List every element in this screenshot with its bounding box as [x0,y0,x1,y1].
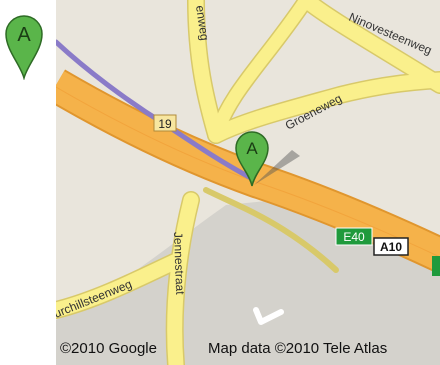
marker-pin-icon [235,131,269,187]
map-canvas[interactable]: 19 E40 A10 Ninovesteenweg Groeneweg enwe… [56,0,440,365]
exit-number-label: 19 [158,117,172,131]
map-attribution: ©2010 Google Map data ©2010 Tele Atlas [56,340,440,360]
marker-shadow [254,150,300,185]
a10-label: A10 [380,240,402,254]
local-roads [56,0,440,365]
e40-shield-edge [432,256,440,276]
marker-a-icon: A [5,15,43,80]
street-label-jennestraat: Jennestraat [171,232,187,296]
street-label-enweg: enweg [193,4,212,41]
route-marker-letter: A [246,139,258,158]
e40-shield: E40 [335,227,373,246]
exit-shield: 19 [153,114,177,132]
map-data-text: Map data ©2010 Tele Atlas [208,340,388,357]
copyright-text: ©2010 Google [60,340,157,357]
route-marker-a[interactable]: A [235,131,269,187]
a10-shield: A10 [373,237,409,256]
highway-e40 [56,69,440,272]
e40-label: E40 [343,230,365,244]
marker-a-letter: A [17,24,31,46]
map-view[interactable]: 19 E40 A10 Ninovesteenweg Groeneweg enwe… [56,0,440,365]
